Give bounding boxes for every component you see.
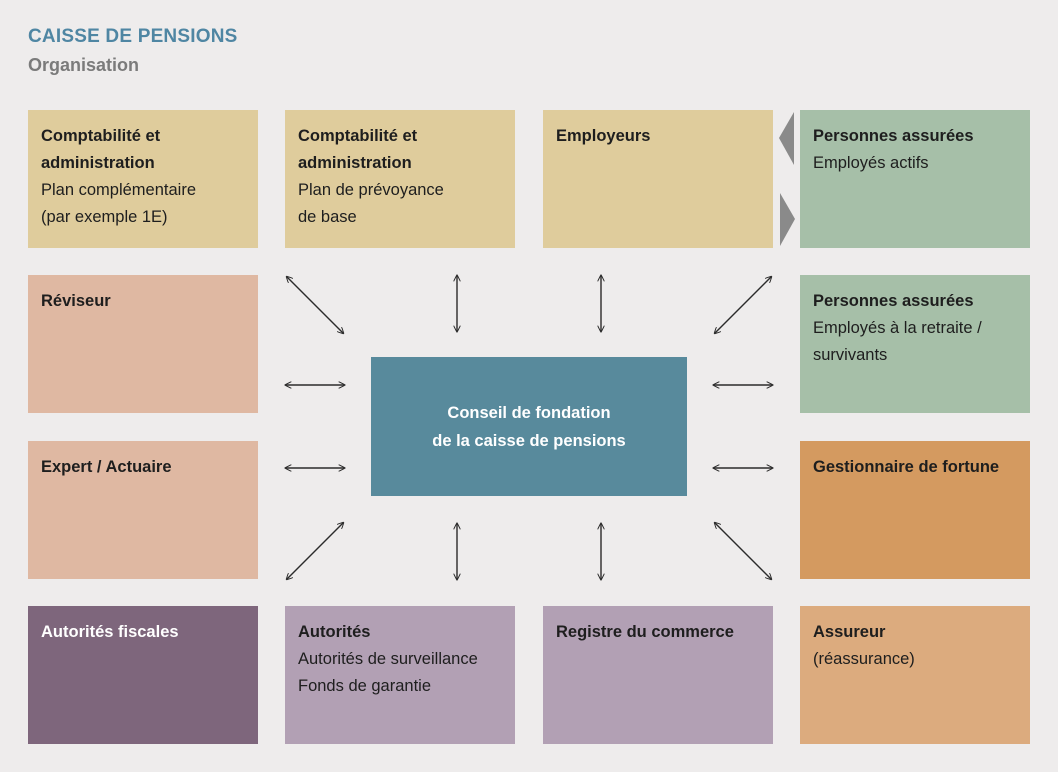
box-gestionnaire-de-fortune: Gestionnaire de fortune [800, 441, 1030, 579]
box-text: (par exemple 1E) [41, 208, 168, 226]
box-heading: Personnes assurées [813, 292, 974, 310]
box-employeurs: Employeurs [543, 110, 773, 248]
box-heading: Personnes assurées [813, 127, 974, 145]
diagonal-arrow-icon [287, 277, 343, 333]
box-heading: Expert / Actuaire [41, 458, 172, 476]
triangle-left-icon [779, 112, 794, 165]
box-comptabilite-complementaire: Comptabilité et administration Plan comp… [28, 110, 258, 248]
box-heading: administration [41, 154, 155, 172]
box-text: Plan complémentaire [41, 181, 196, 199]
box-heading: Comptabilité et [41, 127, 161, 145]
box-heading: Assureur [813, 623, 886, 641]
box-text: Fonds de garantie [298, 677, 432, 695]
box-assureur: Assureur (réassurance) [800, 606, 1030, 744]
box-text: Employés à la retraite / [813, 319, 982, 337]
box-reviseur: Réviseur [28, 275, 258, 413]
box-text: survivants [813, 346, 888, 364]
box-heading: Autorités fiscales [41, 623, 179, 641]
box-heading: Réviseur [41, 292, 111, 310]
box-expert-actuaire: Expert / Actuaire [28, 441, 258, 579]
diagonal-arrow-icon [715, 523, 771, 579]
triangle-right-icon [780, 193, 795, 246]
box-autorites: Autorités Autorités de surveillance Fond… [285, 606, 515, 744]
diagonal-arrow-icon [715, 277, 771, 333]
box-text: (réassurance) [813, 650, 915, 668]
box-assures-actifs: Personnes assurées Employés actifs [800, 110, 1030, 248]
box-assures-retraite: Personnes assurées Employés à la retrait… [800, 275, 1030, 413]
diagram-subtitle: Organisation [28, 55, 140, 75]
box-heading: Registre du commerce [556, 623, 734, 641]
box-heading: Gestionnaire de fortune [813, 458, 1000, 476]
box-heading: Autorités [298, 623, 371, 641]
box-autorites-fiscales: Autorités fiscales [28, 606, 258, 744]
box-heading: administration [298, 154, 412, 172]
box-comptabilite-base: Comptabilité et administration Plan de p… [285, 110, 515, 248]
center-text: de la caisse de pensions [432, 431, 626, 450]
box-text: Employés actifs [813, 154, 929, 172]
box-heading: Comptabilité et [298, 127, 418, 145]
box-text: Plan de prévoyance [298, 181, 444, 199]
box-text: Autorités de surveillance [298, 650, 478, 668]
center-text: Conseil de fondation [447, 403, 611, 422]
box-heading: Employeurs [556, 127, 651, 145]
box-registre-du-commerce: Registre du commerce [543, 606, 773, 744]
box-text: de base [298, 208, 357, 226]
box-conseil-de-fondation: Conseil de fondation de la caisse de pen… [371, 357, 687, 496]
diagram-title: CAISSE DE PENSIONS [28, 26, 238, 47]
diagonal-arrow-icon [287, 523, 343, 579]
